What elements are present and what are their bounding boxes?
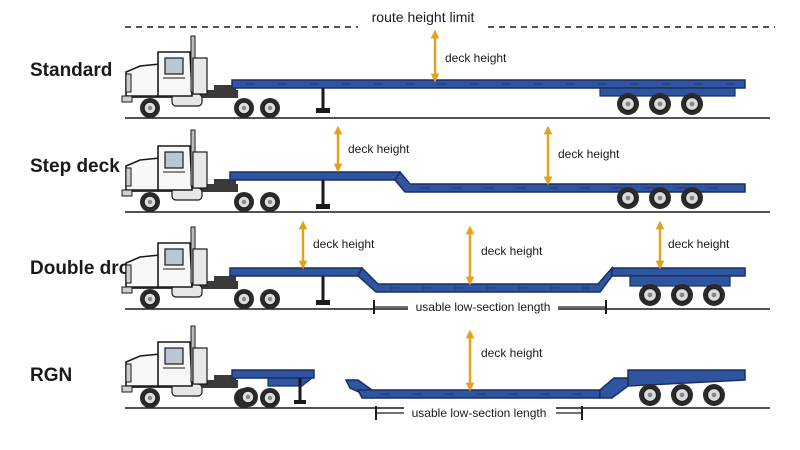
wheel: [671, 384, 693, 406]
wheel: [617, 93, 639, 115]
deck-height-label: deck height: [558, 147, 620, 161]
wheel: [649, 187, 671, 209]
row-label-rgn: RGN: [30, 365, 72, 386]
row-label-step-deck: Step deck: [30, 156, 120, 177]
wheel: [617, 187, 639, 209]
deck-height-label: deck height: [481, 346, 543, 360]
wheel: [649, 93, 671, 115]
wheel: [703, 384, 725, 406]
trailer-rear-deck: [611, 267, 746, 277]
double-drop-trailer: [229, 266, 746, 305]
wheel: [260, 98, 280, 118]
truck-tractor: [121, 129, 280, 212]
wheel: [140, 388, 160, 408]
rgn-trailer: [344, 369, 746, 400]
trailer-gooseneck-deck: [229, 267, 363, 277]
wheel: [140, 98, 160, 118]
usable-length-label: usable low-section length: [412, 406, 547, 420]
trailer-step: [394, 170, 746, 193]
wheel: [140, 192, 160, 212]
wheel: [681, 93, 703, 115]
deck-height-label: deck height: [313, 237, 375, 251]
deck-height-label: deck height: [668, 237, 730, 251]
usable-length-label: usable low-section length: [416, 300, 551, 314]
trailer-deck: [231, 79, 746, 89]
wheel: [260, 289, 280, 309]
wheel: [238, 387, 258, 407]
wheel: [671, 284, 693, 306]
deck-height-label: deck height: [481, 244, 543, 258]
route-height-limit-label: route height limit: [372, 9, 475, 25]
wheel: [260, 192, 280, 212]
trailer-deck-upper: [229, 171, 401, 181]
row-label-standard: Standard: [30, 60, 112, 81]
rgn-detached-gooseneck: [231, 369, 315, 404]
step-deck-trailer: [229, 170, 746, 209]
standard-flatbed-trailer: [231, 79, 746, 113]
deck-height-label: deck height: [348, 142, 410, 156]
wheel: [234, 289, 254, 309]
deck-height-label: deck height: [445, 51, 507, 65]
wheel: [639, 284, 661, 306]
wheel: [703, 284, 725, 306]
wheel: [234, 192, 254, 212]
wheel: [639, 384, 661, 406]
wheel: [140, 289, 160, 309]
trailer-rear-rise: [599, 377, 629, 399]
truck-tractor: [121, 35, 280, 118]
row-label-double-drop: Double drop: [30, 258, 142, 279]
wheel-set: [238, 93, 725, 407]
truck-tractor: [121, 226, 280, 309]
trailer-rear-deck: [627, 369, 746, 387]
wheel: [681, 187, 703, 209]
wheel: [260, 388, 280, 408]
wheel: [234, 98, 254, 118]
